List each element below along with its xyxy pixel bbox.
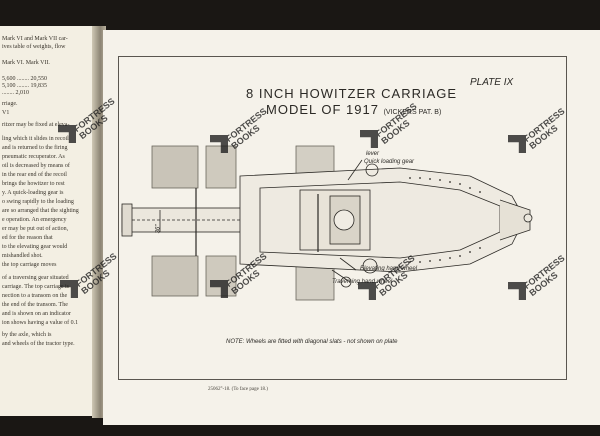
quick-loading-gear-wheel [365, 163, 379, 177]
traversing-hand-wheel [340, 276, 352, 288]
left-page-text-line: ion shows having a value of 0.1 [2, 320, 79, 326]
left-page-text-line: the end of the transom. The [2, 302, 68, 308]
left-page: Mark VI and Mark VII car-ives table of w… [0, 26, 100, 416]
plate-title-line2: MODEL OF 1917 (VICKERS PAT. B) [266, 102, 441, 117]
carriage-body [239, 167, 523, 273]
left-page-text-line: mishandled shot. [2, 253, 43, 259]
left-page-text-line: 5,600 ........ 20,550 [2, 76, 47, 82]
printer-footer: 25062°-18. (To face page 18.) [208, 387, 268, 392]
left-page-text-line: ives table of weights, flow [2, 44, 66, 50]
label-elevating-hand-wheel: Elevating hand wheel [360, 266, 418, 272]
left-page-text-line: ritzer may be fixed at eleva- [2, 122, 70, 128]
left-page-text-line: er may be put out of action, [2, 226, 69, 232]
left-page-text-line: of a traversing gear situated [2, 275, 69, 281]
wheel-top-right [205, 145, 237, 189]
left-page-text-line: e operation. An emergency [2, 217, 67, 223]
plate-title-subtitle: (VICKERS PAT. B) [383, 109, 442, 116]
label-dimension: 36" [155, 224, 162, 234]
left-page-text-line: ........ 2,010 [2, 90, 29, 96]
left-page-text-line: brings the howitzer to rest [2, 181, 65, 187]
plate-frame [118, 56, 567, 380]
left-page-text-line: by the axle, which is [2, 332, 52, 338]
left-page-text-line: V1 [2, 110, 10, 116]
plate-note: NOTE: Wheels are fitted with diagonal sl… [226, 339, 398, 345]
label-lever: lever [366, 151, 380, 157]
left-page-text-line: nection to a transom on the [2, 293, 68, 299]
left-page-text-line: are so arranged that the sighting [2, 208, 79, 214]
plate-number-label: PLATE IX [470, 77, 514, 88]
left-page-text-line: carriage. The top carriage is [2, 284, 70, 290]
plate-title-model: MODEL OF 1917 [266, 102, 379, 117]
wheel-bottom-left [151, 255, 199, 297]
elevating-hand-wheel [362, 258, 378, 274]
wheel-top-left [151, 145, 199, 189]
plate-title-line1: 8 INCH HOWITZER CARRIAGE [246, 86, 458, 101]
left-page-text-line: and is shown on an indicator [2, 311, 71, 317]
left-page-text-line: y. A quick-loading gear is [2, 190, 64, 196]
left-page-text-line: 5,100 ........ 19,835 [2, 83, 47, 89]
left-page-text-line: to the elevating gear would [2, 244, 68, 250]
label-quick-loading-gear: Quick loading gear [364, 159, 415, 165]
left-page-text-line: rriage. [2, 101, 18, 107]
left-page-text-line: o swing rapidly to the loading [2, 199, 74, 205]
left-page-text-line: in the rear end of the recoil [2, 172, 67, 178]
left-page-text-line: and is returned to the firing [2, 145, 68, 151]
left-page-text-line: and wheels of the tractor type. [2, 341, 75, 347]
left-page-text-line: Mark VI. Mark VII. [2, 60, 50, 66]
left-page-text-line: ed for the reason that [2, 235, 53, 241]
left-page-text-line: ling which it slides in recoil [2, 136, 69, 142]
book-gutter [92, 26, 106, 418]
left-page-text-line: the top carriage moves [2, 262, 57, 268]
left-page-text-line: pneumatic recuperator. As [2, 154, 65, 160]
left-page-text-line: oil is decreased by means of [2, 163, 70, 169]
rivets [409, 177, 481, 263]
left-page-text-line: Mark VI and Mark VII car- [2, 36, 68, 42]
